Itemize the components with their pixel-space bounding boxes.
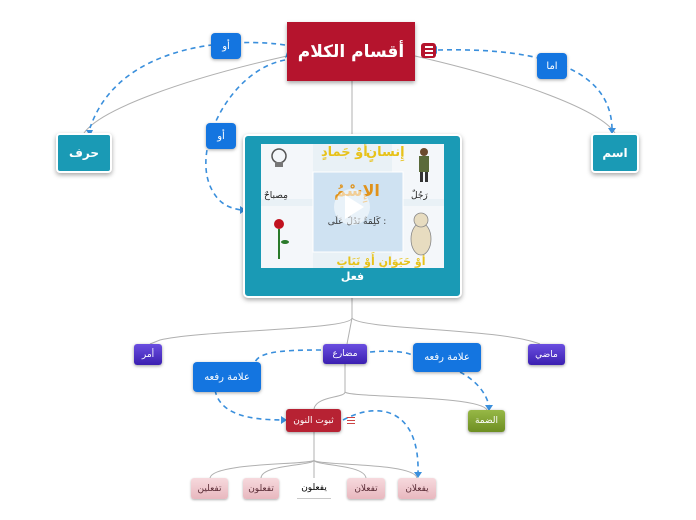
dashed-tag-thubut	[214, 389, 285, 421]
cat-icon	[410, 212, 432, 256]
node-harf-label: حرف	[68, 146, 100, 160]
thumb-word-misbah: مِصباحٌ	[264, 191, 288, 201]
node-yaf-alun[interactable]: يفعلون	[297, 478, 331, 499]
root-title: أقسام الكلام	[297, 41, 405, 62]
link-root-ism	[414, 55, 616, 134]
link-mudari-damma	[344, 391, 488, 411]
node-taf-alun-label: تفعلون	[248, 483, 274, 494]
node-amr-label: أمر	[141, 349, 155, 360]
dashed-mudari-tag	[254, 349, 322, 363]
node-taf-alan-label: تفعلان	[354, 483, 378, 494]
relation-tag-amma-label: اما	[546, 60, 558, 72]
play-icon[interactable]	[334, 189, 370, 225]
node-amr[interactable]: أمر	[134, 344, 162, 365]
video-thumbnail[interactable]: أَوْ جَمادٍ إِنسانٍ الإِسْمُ كَلِمَةٌ تَ…	[261, 144, 444, 268]
node-yaf-alun-label: يفعلون	[301, 483, 327, 493]
dashed-root-harf	[89, 41, 286, 129]
node-taf-alin-label: تفعلين	[197, 483, 222, 494]
relation-tag-alamat-raf-2-label: علامة رفعه	[204, 371, 250, 383]
thumb-word-insan: إِنسانٍ	[366, 145, 405, 163]
thumb-word-jamad: أَوْ جَمادٍ	[321, 144, 368, 161]
lamp-icon	[271, 148, 287, 167]
link-mudari-thubut	[313, 364, 346, 410]
link-fiil-amr	[149, 298, 353, 345]
node-harf[interactable]: حرف	[56, 133, 112, 173]
dashed-root-ism	[437, 48, 613, 129]
rose-icon	[274, 219, 289, 259]
node-fiil-label: فعل	[340, 270, 365, 283]
node-taf-alun[interactable]: تفعلون	[243, 478, 279, 499]
link-fiil-madi	[351, 317, 541, 345]
relation-tag-aw-2[interactable]: أو	[206, 123, 236, 149]
dashed-root-fiil	[205, 59, 286, 211]
node-madi-label: ماضي	[535, 349, 558, 360]
relation-tag-alamat-raf-1-label: علامة رفعه	[424, 352, 470, 363]
dashed-mudari-tag2	[369, 350, 414, 357]
relation-tag-amma[interactable]: اما	[537, 53, 567, 79]
link-root-harf	[83, 55, 288, 134]
node-ism-label: اسم	[602, 146, 628, 160]
node-fiil[interactable]: أَوْ جَمادٍ إِنسانٍ الإِسْمُ كَلِمَةٌ تَ…	[243, 134, 462, 298]
thumb-word-rajul: رَجُلٌ	[411, 190, 428, 201]
menu-icon[interactable]	[421, 43, 436, 58]
node-taf-alin[interactable]: تفعلين	[191, 478, 228, 499]
node-damma-label: الضمة	[474, 416, 499, 426]
relation-tag-alamat-raf-1[interactable]: علامة رفعه	[413, 343, 481, 372]
node-yaf-alan[interactable]: يفعلان	[398, 478, 436, 499]
link-thubut-5	[313, 459, 418, 479]
node-ism[interactable]: اسم	[591, 133, 639, 173]
relation-tag-aw-label: أو	[222, 40, 230, 52]
node-yaf-alan-label: يفعلان	[405, 483, 429, 494]
link-fiil-mudari	[346, 317, 353, 345]
thumb-bottom-text: أَوْ حَيَوَانٍ أَوْ نَبَاتٍ	[337, 252, 426, 268]
node-thubut-nun[interactable]: ثبوت النون	[286, 409, 341, 432]
man-icon	[419, 148, 429, 182]
node-mudari[interactable]: مضارع	[323, 344, 367, 364]
root-node[interactable]: أقسام الكلام	[287, 22, 415, 81]
node-taf-alan[interactable]: تفعلان	[347, 478, 385, 499]
node-thubut-nun-label: ثبوت النون	[293, 415, 334, 426]
link-thubut-2	[260, 459, 315, 479]
link-thubut-1	[209, 432, 315, 479]
node-mudari-label: مضارع	[332, 349, 358, 359]
notes-icon[interactable]	[347, 417, 355, 425]
node-madi[interactable]: ماضي	[528, 344, 565, 365]
node-damma[interactable]: الضمة	[468, 410, 505, 432]
relation-tag-aw[interactable]: أو	[211, 33, 241, 59]
relation-tag-alamat-raf-2[interactable]: علامة رفعه	[193, 362, 261, 392]
relation-tag-aw-2-label: أو	[217, 130, 225, 142]
dashed-tag-damma	[459, 371, 490, 407]
dashed-thubut-yafalan	[342, 409, 419, 475]
